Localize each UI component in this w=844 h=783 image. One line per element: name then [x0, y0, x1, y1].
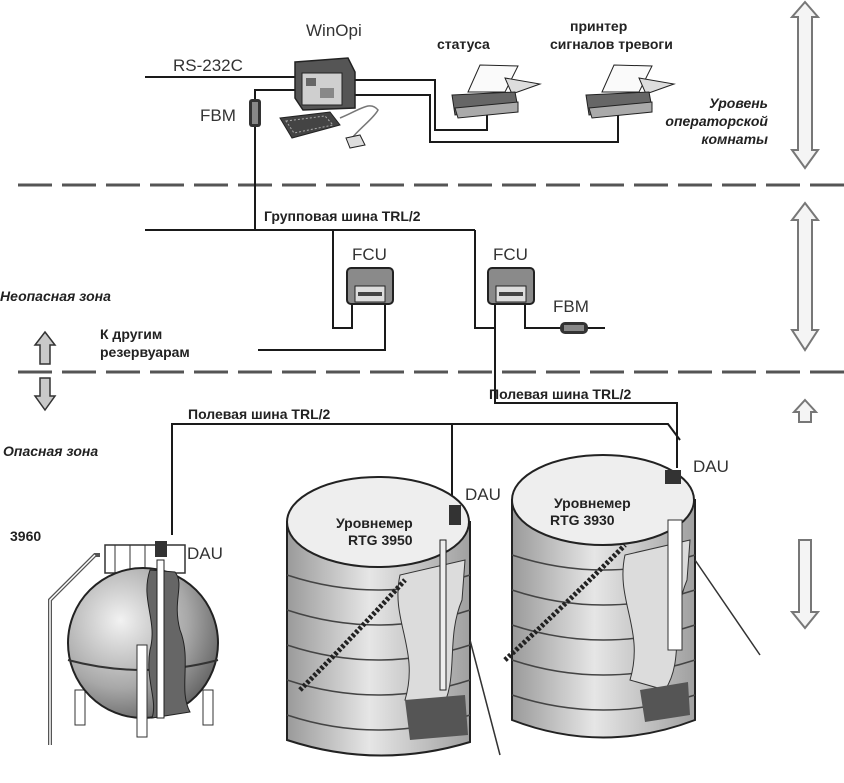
operator-level-label-3: комнаты — [701, 131, 768, 147]
group-bus-label: Групповая шина TRL/2 — [264, 208, 421, 224]
fcu-box-icon — [346, 267, 394, 305]
sphere-gauge-label: 3960 — [10, 528, 42, 544]
fbm-module-icon — [249, 99, 261, 127]
wiring — [145, 76, 681, 535]
fbm-module-icon — [560, 322, 588, 334]
operator-level-label-2: операторской — [665, 113, 768, 129]
safe-zone-label: Неопасная зона — [0, 288, 111, 304]
down-arrow-icon — [33, 377, 57, 412]
field-bus-right-label: Полевая шина TRL/2 — [489, 386, 632, 402]
workstation-label: WinOpi — [306, 21, 362, 40]
rs232-label: RS-232C — [173, 56, 243, 75]
other-tanks-label-2: резервуарам — [100, 344, 190, 360]
fbm-top-label: FBM — [200, 106, 236, 125]
tank1-gauge-label-2: RTG 3950 — [348, 532, 413, 548]
printer-alarm-label-2: сигналов тревоги — [550, 36, 673, 52]
tank2-gauge-label-2: RTG 3930 — [550, 512, 615, 528]
up-arrow-icon — [791, 398, 819, 423]
printer-icon — [451, 64, 542, 119]
printer-status-label: статуса — [437, 36, 490, 52]
cylindrical-tank-icon — [286, 476, 471, 757]
up-arrow-icon — [33, 330, 57, 365]
double-arrow-icon — [789, 0, 821, 170]
double-arrow-icon — [789, 201, 821, 352]
tank1-gauge-label-1: Уровнемер — [336, 515, 413, 531]
spherical-tank-icon — [48, 541, 219, 745]
fcu-left-label: FCU — [352, 245, 387, 264]
fcu-box-icon — [487, 267, 535, 305]
fcu-right-label: FCU — [493, 245, 528, 264]
printer-alarm-label-1: принтер — [570, 18, 628, 34]
leader-line — [469, 639, 501, 756]
down-arrow-icon — [789, 539, 821, 630]
hazard-zone-label: Опасная зона — [3, 443, 99, 459]
dau-tank1-label: DAU — [465, 485, 501, 504]
printer-icon — [585, 64, 676, 119]
computer-icon — [279, 57, 379, 149]
field-bus-left-label: Полевая шина TRL/2 — [188, 406, 331, 422]
tank2-gauge-label-1: Уровнемер — [554, 495, 631, 511]
dau-sphere-label: DAU — [187, 544, 223, 563]
cylindrical-tank-icon — [503, 454, 761, 739]
fbm-mid-label: FBM — [553, 297, 589, 316]
dau-tank2-label: DAU — [693, 457, 729, 476]
other-tanks-label-1: К другим — [100, 326, 163, 342]
operator-level-label-1: Уровень — [709, 95, 768, 111]
